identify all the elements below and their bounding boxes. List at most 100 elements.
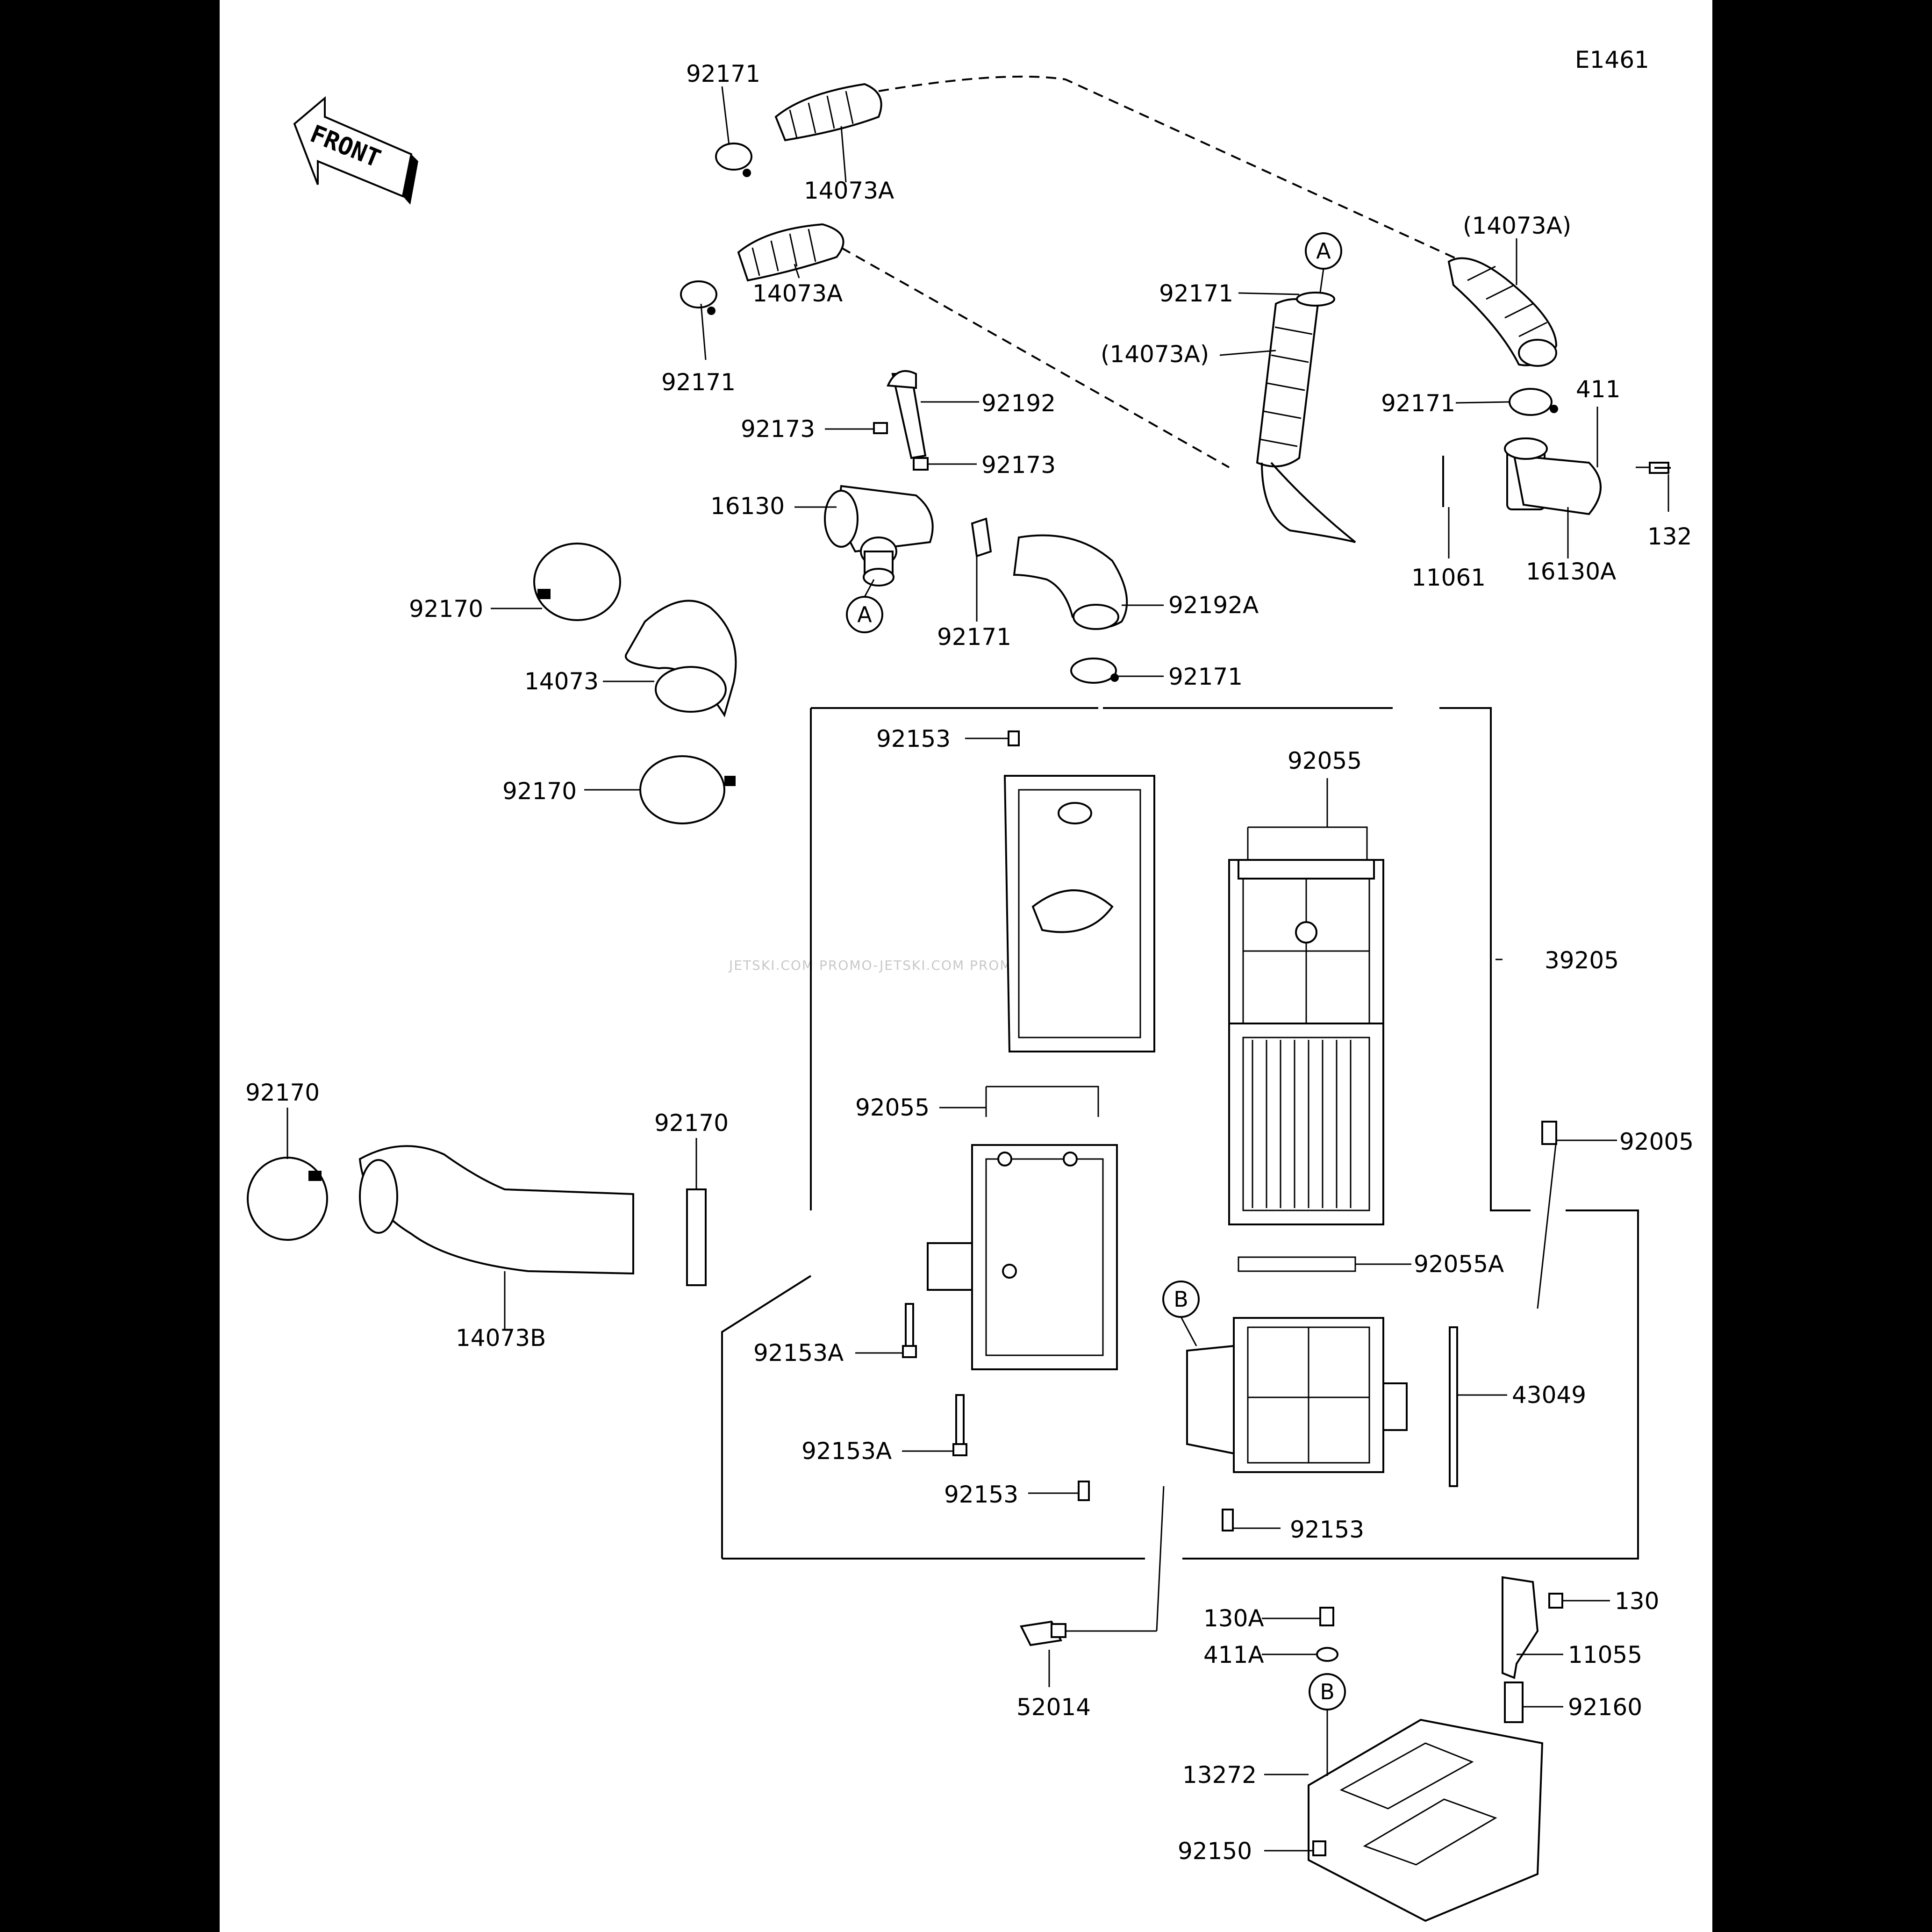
bolt-130 — [1548, 1593, 1563, 1609]
hose-14073A-center — [1256, 298, 1356, 543]
label-411: 411 — [1576, 376, 1620, 403]
label-92055-mid: 92055 — [855, 1094, 930, 1121]
label-92153-mid: 92153 — [944, 1481, 1018, 1508]
gasket-92170-mid — [686, 1188, 707, 1286]
label-92170-b: 92170 — [502, 778, 577, 805]
bolt-92150 — [1312, 1840, 1326, 1856]
label-92005: 92005 — [1619, 1128, 1694, 1155]
label-92160: 92160 — [1568, 1694, 1642, 1721]
label-92170-left: 92170 — [245, 1079, 320, 1106]
valve-16130 — [824, 485, 934, 587]
label-92171-mid: 92171 — [661, 369, 736, 396]
label-13272: 13272 — [1182, 1761, 1257, 1789]
spacer-92160 — [1504, 1682, 1524, 1723]
fitting-92005 — [1541, 1121, 1557, 1145]
washer-411A — [1316, 1647, 1338, 1662]
diagram-code: E1461 — [1575, 46, 1649, 73]
svg-text:B: B — [1320, 1679, 1335, 1704]
label-130A: 130A — [1203, 1605, 1264, 1632]
hose-92192A — [1013, 534, 1128, 630]
label-92055A: 92055A — [1414, 1251, 1504, 1278]
label-92150: 92150 — [1178, 1838, 1252, 1865]
front-direction-arrow: FRONT — [293, 96, 418, 205]
clamp-92173-left — [873, 422, 888, 434]
label-92170-mid: 92170 — [654, 1109, 729, 1137]
intercooler-top-cover — [1003, 775, 1155, 1052]
intercooler-bottom-tray — [1186, 1317, 1408, 1473]
label-14073A-top: 14073A — [804, 177, 894, 204]
bracket-11055 — [1502, 1576, 1539, 1679]
label-43049: 43049 — [1512, 1381, 1586, 1409]
elbow-14073B — [358, 1145, 634, 1275]
label-11055: 11055 — [1568, 1641, 1642, 1668]
bolt-92153A-a — [902, 1303, 917, 1358]
label-14073B: 14073B — [456, 1324, 546, 1352]
leader-lines — [286, 86, 1669, 1852]
svg-text:B: B — [1174, 1287, 1188, 1312]
label-52014: 52014 — [1016, 1694, 1091, 1721]
label-92171-a: 92171 — [1159, 280, 1233, 307]
clamp-92173-right — [913, 457, 929, 471]
label-92173-left: 92173 — [741, 415, 815, 443]
cover-plate-13272 — [1308, 1718, 1544, 1922]
clamp-92170-a — [533, 543, 621, 621]
label-92171-lower: 92171 — [1168, 663, 1243, 690]
clamp-92171-a — [1296, 292, 1335, 307]
label-92173-right: 92173 — [981, 451, 1056, 479]
label-14073A-right: (14073A) — [1463, 212, 1571, 239]
bolt-92153-right — [1222, 1509, 1234, 1531]
gasket-92055-mid — [985, 1086, 1099, 1117]
label-130: 130 — [1615, 1588, 1659, 1615]
label-92055-top: 92055 — [1288, 747, 1362, 774]
label-92153A-a: 92153A — [753, 1339, 844, 1367]
bolt-92153-mid — [1078, 1481, 1090, 1501]
clamp-92171-top — [715, 143, 752, 177]
bolt-92153A-b — [952, 1394, 967, 1456]
label-92170-a: 92170 — [409, 595, 483, 623]
elbow-14073 — [624, 600, 737, 717]
rod-43049 — [1449, 1326, 1458, 1487]
clamp-92171-mid — [680, 280, 717, 315]
hose-92192 — [887, 370, 927, 459]
bolt-92153-top — [1008, 730, 1020, 746]
label-14073: 14073 — [524, 668, 599, 695]
label-92171-small: 92171 — [937, 623, 1011, 651]
clamp-92170-b — [639, 755, 736, 824]
label-411A: 411A — [1203, 1641, 1264, 1668]
label-14073A-mid: 14073A — [752, 280, 843, 307]
housing-16130A — [1442, 437, 1602, 515]
callout-a-bottom: A — [846, 596, 883, 633]
label-11061: 11061 — [1411, 564, 1486, 591]
diagram-sheet — [220, 0, 1712, 1932]
hose-14073A-right — [1447, 257, 1558, 367]
label-39205: 39205 — [1545, 947, 1619, 974]
callout-a-top: A — [1305, 232, 1342, 270]
label-14073A-center: (14073A) — [1101, 341, 1209, 368]
bolt-132 — [1649, 462, 1671, 474]
gasket-92055-top — [1247, 826, 1368, 860]
clamp-92170-left — [247, 1157, 328, 1241]
svg-text:A: A — [1316, 238, 1331, 264]
callout-b-housing: B — [1162, 1281, 1200, 1318]
clamp-92171-lower — [1070, 658, 1119, 684]
callout-b-plate: B — [1309, 1673, 1346, 1710]
intercooler-lower-housing — [927, 1144, 1118, 1370]
label-92153A-b: 92153A — [801, 1438, 892, 1465]
label-92171-top: 92171 — [686, 60, 760, 87]
label-92192: 92192 — [981, 390, 1056, 417]
hose-14073A-mid — [737, 223, 844, 282]
hose-14073A-top — [774, 83, 882, 142]
clamp-92171-right — [1509, 388, 1558, 416]
bolt-130A — [1319, 1607, 1334, 1626]
intercooler-core-39205 — [1228, 859, 1384, 1225]
label-92171-right: 92171 — [1381, 390, 1455, 417]
label-16130A: 16130A — [1526, 558, 1616, 585]
label-92192A: 92192A — [1168, 592, 1259, 619]
label-92153-right: 92153 — [1290, 1516, 1364, 1543]
sensor-52014 — [1019, 1620, 1066, 1646]
label-92153-top: 92153 — [876, 725, 951, 752]
gasket-92055A — [1238, 1256, 1356, 1272]
svg-text:A: A — [857, 602, 872, 627]
label-132: 132 — [1647, 523, 1692, 550]
